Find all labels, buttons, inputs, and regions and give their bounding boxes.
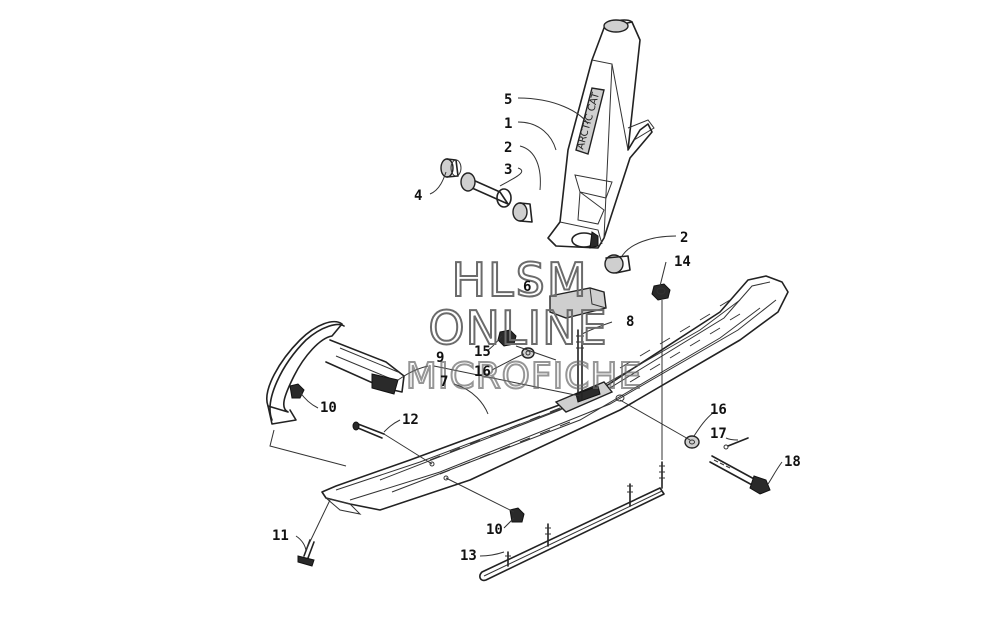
callout-4: 4 — [414, 188, 422, 204]
watermark-line-3: MICROFICHE — [406, 356, 642, 397]
callout-18: 18 — [784, 454, 801, 470]
callout-6: 6 — [523, 279, 531, 295]
callout-16: 16 — [474, 364, 491, 380]
callout-8: 8 — [626, 314, 634, 330]
washer-16-left — [521, 347, 535, 359]
watermark-line-1: HLSM — [451, 253, 588, 307]
callout-17: 17 — [710, 426, 727, 442]
leader-lines — [269, 97, 783, 557]
callout-2: 2 — [680, 230, 688, 246]
nut-10-upper — [289, 383, 305, 399]
callout-15: 15 — [474, 344, 491, 360]
callout-1: 1 — [504, 116, 512, 132]
damper-pad — [549, 287, 607, 319]
bushing-2-right — [604, 254, 631, 274]
callout-16: 16 — [710, 402, 727, 418]
nut-14 — [651, 283, 671, 301]
ski-loop — [266, 320, 405, 425]
watermark-line-2: ONLINE — [428, 301, 607, 355]
callout-13: 13 — [460, 548, 477, 564]
cotter-pin-17 — [723, 437, 749, 450]
bushing-2-left — [512, 202, 533, 223]
screw-11 — [297, 539, 315, 567]
bolt-18 — [709, 455, 771, 495]
watermark: HLSM ONLINE MICROFICHE — [405, 252, 642, 398]
ski — [321, 275, 789, 515]
bolt-8 — [576, 329, 584, 401]
spindle — [547, 19, 655, 249]
callout-7: 7 — [440, 374, 448, 390]
callout-10: 10 — [486, 522, 503, 538]
sleeve-3 — [460, 172, 512, 208]
callout-5: 5 — [504, 92, 512, 108]
callout-14: 14 — [674, 254, 691, 270]
spindle-decal: ARCTIC CAT — [575, 87, 605, 155]
screw-12 — [352, 421, 385, 439]
callout-9: 9 — [436, 350, 444, 366]
callout-10: 10 — [320, 400, 337, 416]
callout-3: 3 — [504, 162, 512, 178]
callouts: 5 1 2 3 4 2 14 6 8 15 9 16 7 10 12 16 17… — [272, 92, 801, 564]
wear-bar — [479, 461, 665, 582]
callout-2: 2 — [504, 140, 512, 156]
bushing-4 — [440, 158, 462, 178]
callout-12: 12 — [402, 412, 419, 428]
callout-11: 11 — [272, 528, 289, 544]
